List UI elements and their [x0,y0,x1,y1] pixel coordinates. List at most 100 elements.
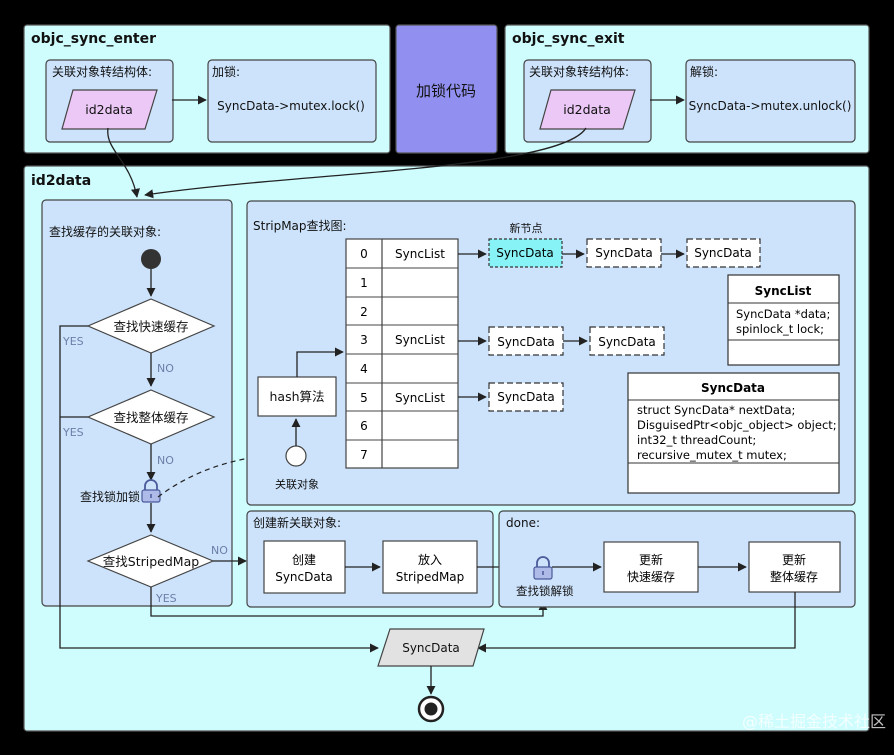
put-line: 放入 [418,552,442,567]
syncdata-node-text: SyncData [598,335,656,349]
row-index: 7 [360,448,368,462]
create-panel: 创建新关联对象: 创建 SyncData 放入 StripedMap [246,510,494,608]
done-label: done: [506,516,540,530]
fast-cache-text: 查找快速缓存 [113,319,188,334]
assoc-object-node [285,445,307,467]
result-text: SyncData [402,641,460,655]
syncdata-node-text: SyncData [496,246,554,260]
start-node [141,249,161,269]
syncdata-field: struct SyncData* nextData; [637,403,795,417]
put-line: StripedMap [396,570,465,584]
syncdata-field: DisguisedPtr<objc_object> object; [637,418,837,432]
find-cache-panel: 查找缓存的关联对象: 查找快速缓存 NO 查找整体缓存 NO 查找锁加锁 查找S… [41,199,233,607]
find-cache-label: 查找缓存的关联对象: [49,224,161,239]
row-index: 6 [360,419,368,433]
syncdata-node-text: SyncData [595,246,653,260]
create-syncdata-box [263,540,346,594]
exit-unlock-code: SyncData->mutex.unlock() [689,99,852,113]
row-value: SyncList [395,333,445,347]
syncdata-node-text: SyncData [497,390,555,404]
enter-title: objc_sync_enter [31,31,156,47]
update-fast-box [603,541,699,593]
row-index: 1 [360,276,368,290]
row-index: 3 [360,333,368,347]
synclist-field: SyncData *data; [736,307,830,321]
lock-code-text: 加锁代码 [416,82,476,100]
row-value: SyncList [395,391,445,405]
create-line: SyncData [275,570,333,584]
syncdata-node [586,238,662,268]
syncdata-struct-title: SyncData [701,381,765,395]
end-node [417,695,445,723]
lock-to-assoc-dashed-arrow [157,450,285,498]
exit-to-id2data-arrow [144,127,587,199]
lock-find-unlock-text: 查找锁解锁 [516,584,574,598]
update-fast-line: 快速缓存 [627,570,675,584]
full-cache-text: 查找整体缓存 [113,410,188,425]
find-stripedmap-text: 查找StripedMap [103,554,199,569]
unlock-icon [533,556,553,580]
row-index: 0 [360,247,368,261]
hash-text: hash算法 [269,389,324,404]
exit-convert-label: 关联对象转结构体: [529,64,629,79]
stripmap-table: 0 SyncList 1 2 3 SyncList 4 5 SyncList 6… [345,238,459,469]
syncdata-node [686,238,761,268]
assoc-object-text: 关联对象 [275,477,319,491]
row-index: 2 [360,305,368,319]
yes-label-2: YES [62,426,84,439]
stripmap-panel: StripMap查找图: 0 SyncList 1 2 3 SyncList 4… [246,200,856,506]
watermark: @稀土掘金技术社区 [742,712,886,731]
fast-cache-yes-path [59,325,379,653]
exit-unlock-label: 解锁: [690,64,718,79]
exit-id2data-shape [539,89,636,130]
row-value: SyncList [395,247,445,261]
update-full-box [748,541,841,593]
synclist-struct-title: SyncList [755,284,812,298]
exit-id2data-text: id2data [563,102,611,117]
enter-id2data-text: id2data [85,102,133,117]
stripedmap-yes-path [150,587,548,617]
syncdata-node [488,326,564,356]
syncdata-field: int32_t threadCount; [637,433,756,447]
enter-lock-box [207,59,377,143]
lock-code-box: 加锁代码 [395,24,498,154]
new-syncdata-node [488,238,563,268]
objc-sync-exit-panel: objc_sync_exit 关联对象转结构体: id2data 解锁: Syn… [504,24,870,154]
row-index: 5 [360,391,368,405]
syncdata-node-text: SyncData [694,246,752,260]
no-label-2: NO [157,454,174,467]
done-panel: done: 查找锁解锁 更新 快速缓存 更新 整体缓存 [498,510,856,608]
no-label-3: NO [211,544,228,557]
enter-id2data-shape [61,89,158,130]
row-index: 4 [360,362,368,376]
enter-to-id2data-arrow [107,127,140,198]
lock-find-text: 查找锁加锁 [80,489,140,504]
put-stripedmap-box [382,540,478,594]
yes-label-1: YES [62,335,84,348]
no-label-1: NO [157,362,174,375]
synclist-struct-box: SyncList SyncData *data; spinlock_t lock… [727,274,840,366]
update-to-result-arrow [477,592,796,653]
update-full-line: 更新 [782,552,806,567]
syncdata-node-text: SyncData [497,335,555,349]
syncdata-node [488,382,564,412]
enter-convert-label: 关联对象转结构体: [52,64,152,79]
hash-box [257,376,337,417]
id2data-title: id2data [31,173,91,189]
exit-title: objc_sync_exit [512,31,625,47]
new-node-label: 新节点 [510,221,543,235]
syncdata-field: recursive_mutex_t mutex; [637,448,787,462]
hash-to-table-arrow [296,347,344,377]
objc-sync-enter-panel: objc_sync_enter 关联对象转结构体: id2data 加锁: Sy… [23,24,391,154]
synclist-field: spinlock_t lock; [736,322,824,336]
result-syncdata: SyncData [377,628,485,667]
update-fast-line: 更新 [639,552,663,567]
exit-unlock-box [685,59,856,143]
syncdata-node [589,326,665,356]
enter-lock-label: 加锁: [212,64,240,79]
yes-label-3: YES [155,592,177,605]
create-label: 创建新关联对象: [253,515,341,530]
enter-lock-code: SyncData->mutex.lock() [217,99,365,113]
create-line: 创建 [292,553,316,567]
